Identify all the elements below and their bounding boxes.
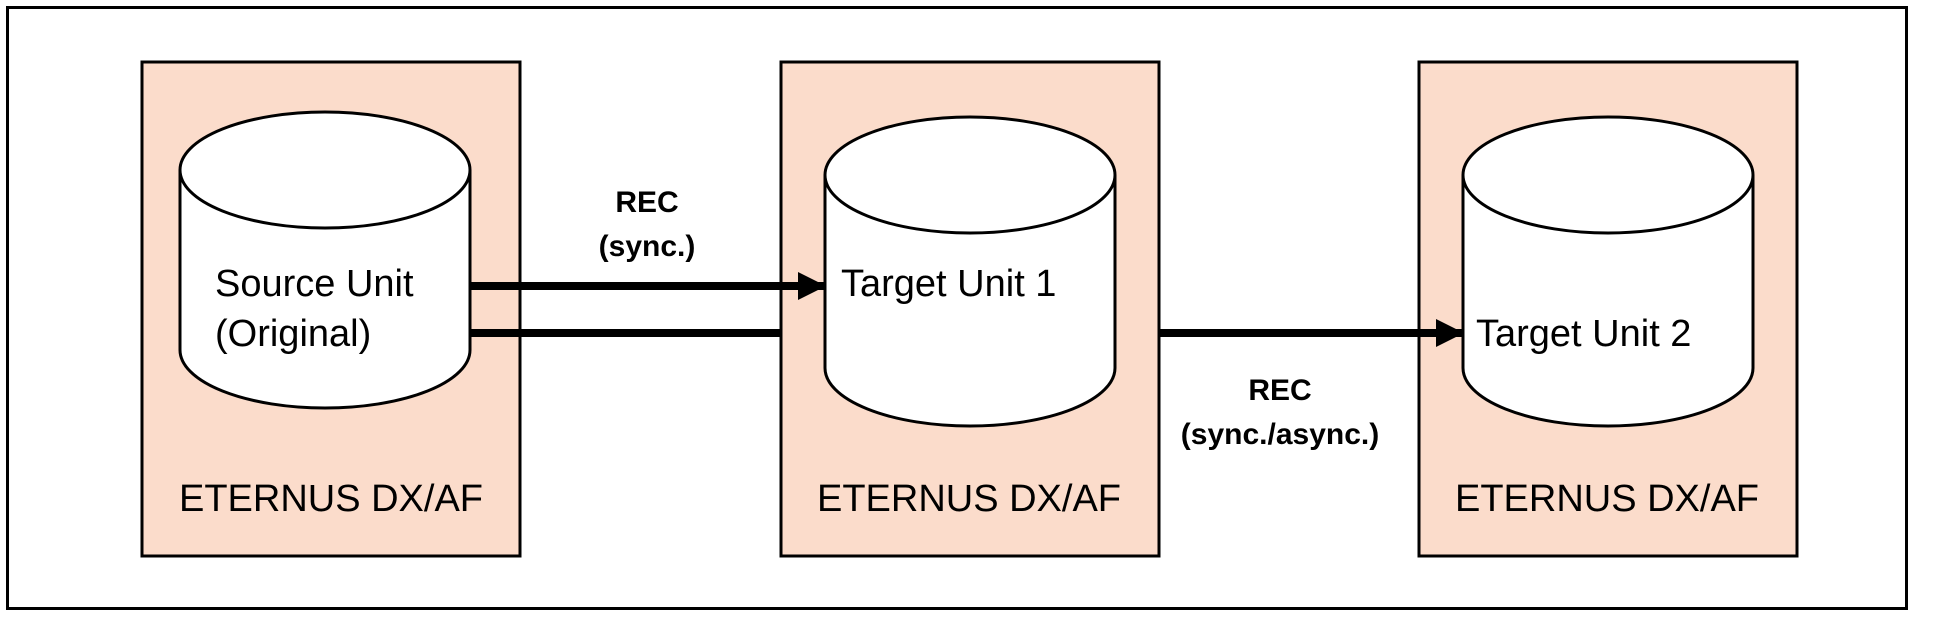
system-label-target-1: ETERNUS DX/AF <box>817 478 1121 520</box>
target-unit-1-cylinder <box>823 115 1117 428</box>
target-unit-1-label: Target Unit 1 <box>841 263 1056 305</box>
link-1-label-line1: REC <box>615 186 678 219</box>
target-unit-2-label: Target Unit 2 <box>1476 313 1691 355</box>
link-target-1-to-target-2: REC (sync./async.) <box>1159 319 1464 451</box>
source-unit-cylinder <box>178 110 472 410</box>
source-unit-label-line1: Source Unit <box>215 263 414 305</box>
system-label-source: ETERNUS DX/AF <box>179 478 483 520</box>
link-2-label-line1: REC <box>1248 374 1311 407</box>
storage-system-source: Source Unit (Original) ETERNUS DX/AF <box>140 60 522 558</box>
link-1-label-line2: (sync.) <box>599 230 696 263</box>
arrowhead-icon <box>1436 319 1464 347</box>
system-label-target-2: ETERNUS DX/AF <box>1455 478 1759 520</box>
diagram-frame <box>6 6 1908 610</box>
arrowhead-icon <box>798 272 826 300</box>
source-unit-label-line2: (Original) <box>215 313 371 355</box>
storage-system-target-2: Target Unit 2 ETERNUS DX/AF <box>1417 60 1799 558</box>
link-2-label-line2: (sync./async.) <box>1181 418 1379 451</box>
storage-system-target-1: Target Unit 1 ETERNUS DX/AF <box>779 60 1161 558</box>
target-unit-2-cylinder <box>1461 115 1755 428</box>
link-source-to-target-1: REC (sync.) <box>470 186 826 337</box>
